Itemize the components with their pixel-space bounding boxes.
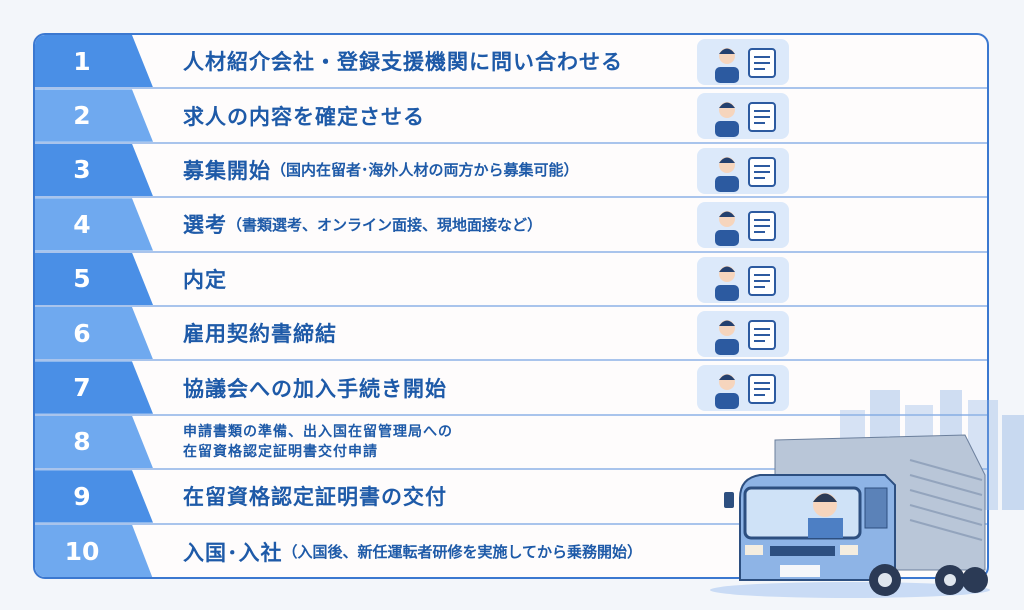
step-number: 8 <box>35 415 153 469</box>
interview-magnifier-icon <box>697 147 789 194</box>
step-title: 協議会への加入手続き開始 <box>183 376 447 401</box>
step-title: 求人の内容を確定させる <box>183 104 425 129</box>
step-title: 選考 <box>183 213 227 238</box>
step-label: 雇用契約書締結 <box>183 307 337 359</box>
person-check-bubble-icon <box>697 202 789 249</box>
step-number: 5 <box>35 252 153 305</box>
step-row: 4 選考（書類選考、オンライン面接、現地面接など） <box>35 198 987 253</box>
headset-operator-icon <box>697 39 789 85</box>
step-row: 2 求人の内容を確定させる <box>35 89 987 144</box>
step-subtitle: （入国後、新任運転者研修を実施してから乗務開始） <box>282 543 643 562</box>
step-label: 内定 <box>183 253 227 305</box>
step-number: 6 <box>35 307 153 360</box>
step-label: 人材紹介会社・登録支援機関に問い合わせる <box>183 35 623 87</box>
step-subtitle: （書類選考、オンライン面接、現地面接など） <box>227 215 543 234</box>
step-title: 内定 <box>183 267 227 292</box>
process-steps-panel: 1 人材紹介会社・登録支援機関に問い合わせる 2 求人の内容を確定させる 3 募集開始（国… <box>33 33 989 579</box>
form-pen-icon <box>697 365 789 412</box>
step-label: 入国･入社（入国後、新任運転者研修を実施してから乗務開始） <box>183 525 643 577</box>
step-title: 募集開始 <box>183 158 271 183</box>
step-row: 3 募集開始（国内在留者･海外人材の両方から募集可能） <box>35 143 987 199</box>
step-subtitle: （国内在留者･海外人材の両方から募集可能） <box>271 161 579 180</box>
step-label: 選考（書類選考、オンライン面接、現地面接など） <box>183 198 542 250</box>
step-label-line1: 申請書類の準備、出入国在留管理局への <box>183 423 453 440</box>
step-title: 人材紹介会社・登録支援機関に問い合わせる <box>183 50 623 75</box>
step-title: 在留資格認定証明書の交付 <box>183 485 447 510</box>
step-row: 10 入国･入社（入国後、新任運転者研修を実施してから乗務開始） <box>35 524 987 577</box>
step-number: 4 <box>35 198 153 251</box>
step-number: 1 <box>35 35 153 88</box>
step-row: 8 申請書類の準備、出入国在留管理局への在留資格認定証明書交付申請 <box>35 415 987 471</box>
handshake-icon <box>697 256 789 303</box>
step-title: 入国･入社 <box>183 540 283 565</box>
step-label: 在留資格認定証明書の交付 <box>183 470 447 522</box>
step-row: 6 雇用契約書締結 <box>35 307 987 362</box>
step-number: 3 <box>35 143 153 197</box>
step-label-line2: 在留資格認定証明書交付申請 <box>183 443 378 460</box>
driver-contract-icon <box>697 311 789 357</box>
step-row: 7 協議会への加入手続き開始 <box>35 361 987 416</box>
step-label: 募集開始（国内在留者･海外人材の両方から募集可能） <box>183 144 579 196</box>
step-row: 1 人材紹介会社・登録支援機関に問い合わせる <box>35 35 987 90</box>
step-number: 9 <box>35 470 153 523</box>
truck-driver-illustration <box>710 434 990 598</box>
step-number: 7 <box>35 361 153 414</box>
step-label: 求人の内容を確定させる <box>183 89 425 141</box>
step-number: 10 <box>35 524 153 577</box>
step-label: 申請書類の準備、出入国在留管理局への在留資格認定証明書交付申請 <box>183 416 453 468</box>
step-label: 協議会への加入手続き開始 <box>183 361 447 413</box>
step-row: 5 内定 <box>35 252 987 307</box>
step-number: 2 <box>35 89 153 142</box>
megaphone-document-icon <box>697 93 789 140</box>
step-row: 9 在留資格認定証明書の交付 <box>35 470 987 525</box>
step-title: 雇用契約書締結 <box>183 322 337 347</box>
